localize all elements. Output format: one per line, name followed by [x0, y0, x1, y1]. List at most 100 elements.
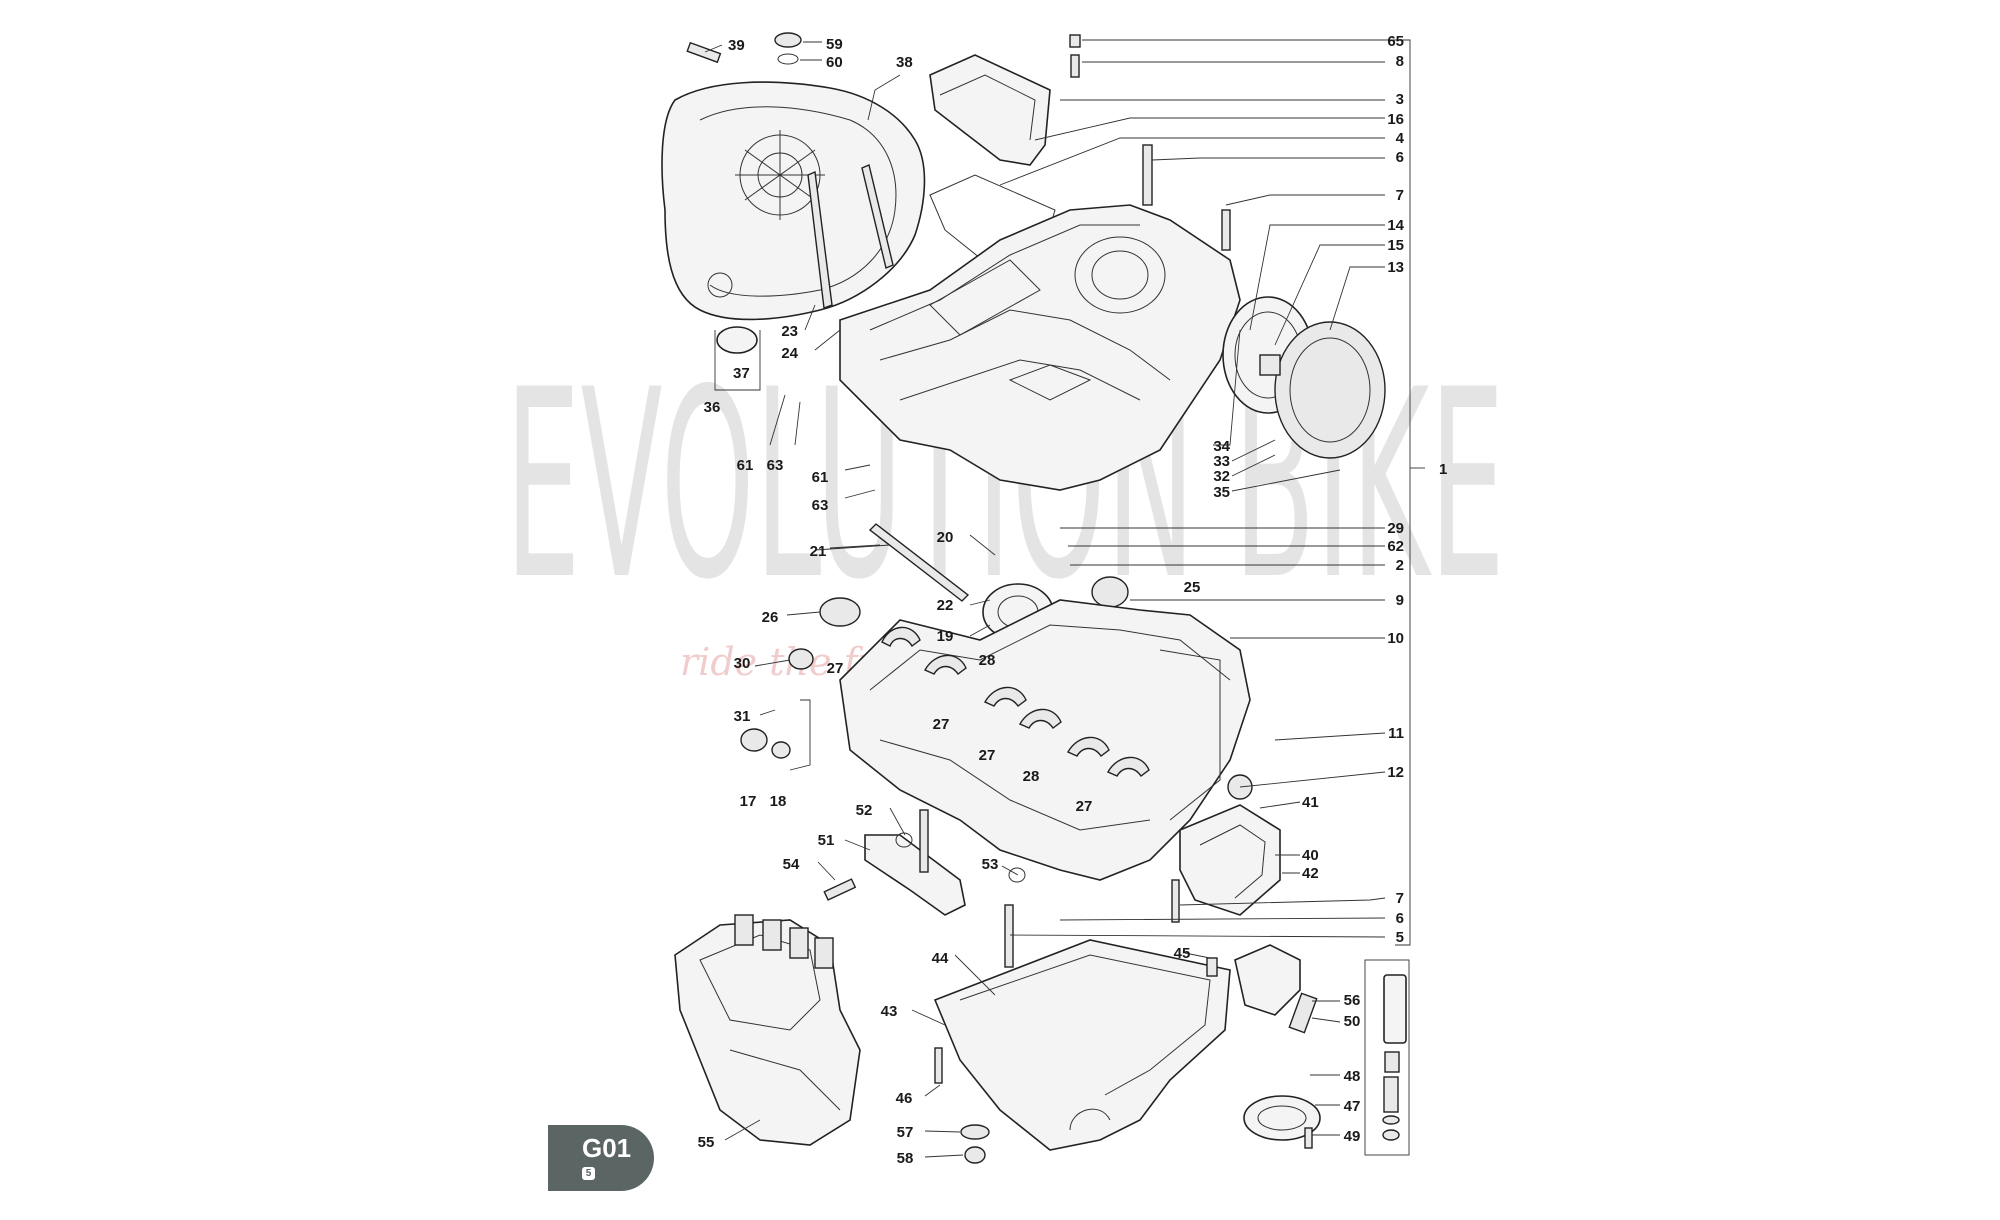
- callout-65: 65: [1387, 33, 1404, 50]
- callout-6-bottom: 6: [1396, 910, 1404, 927]
- callout-7-top: 7: [1396, 187, 1404, 204]
- callout-38: 38: [896, 54, 913, 71]
- callout-48: 48: [1344, 1068, 1361, 1085]
- kit-parts: [1382, 974, 1407, 1141]
- callout-27-d: 27: [1076, 798, 1093, 815]
- callout-55: 55: [698, 1134, 715, 1151]
- callout-23: 23: [781, 323, 798, 340]
- callout-6-top: 6: [1396, 149, 1404, 166]
- oil-pan-part: [933, 939, 1231, 1151]
- plug-part: [716, 326, 758, 354]
- callout-20: 20: [937, 529, 954, 546]
- callout-7-bottom: 7: [1396, 890, 1404, 907]
- callout-labels: 65 8 3 16 4 6 7 14 15 13 1 34 33 32 35 2…: [698, 33, 1448, 1167]
- callout-34: 34: [1213, 438, 1230, 455]
- callout-4: 4: [1396, 130, 1405, 147]
- page-code: G01: [582, 1133, 632, 1163]
- callout-39: 39: [728, 37, 745, 54]
- callout-54: 54: [783, 856, 800, 873]
- callout-27-b: 27: [933, 716, 950, 733]
- callout-63-left: 63: [767, 457, 784, 474]
- callout-10: 10: [1387, 630, 1404, 647]
- callout-26: 26: [762, 609, 779, 626]
- oil-strainer-part: [1243, 1095, 1321, 1141]
- callout-15: 15: [1387, 237, 1404, 254]
- callout-32: 32: [1213, 468, 1230, 485]
- plug-17-part: [740, 728, 768, 752]
- lower-crankcase-part: [839, 599, 1251, 881]
- callout-50: 50: [1344, 1013, 1361, 1030]
- callout-43: 43: [881, 1003, 898, 1020]
- callout-33: 33: [1213, 453, 1230, 470]
- callout-51: 51: [818, 832, 835, 849]
- callout-31: 31: [734, 708, 751, 725]
- bolts-part: [686, 32, 1313, 1164]
- callout-12: 12: [1387, 764, 1404, 781]
- callout-9: 9: [1396, 592, 1404, 609]
- callout-25: 25: [1184, 579, 1201, 596]
- callout-22: 22: [937, 597, 954, 614]
- callout-49: 49: [1344, 1128, 1361, 1145]
- bracket-51-part: [864, 834, 966, 916]
- page-code-badge: G01 5: [548, 1125, 654, 1191]
- oil-pipe-part: [868, 523, 970, 602]
- callout-27-a: 27: [827, 660, 844, 677]
- callout-62-left: 61: [737, 457, 754, 474]
- callout-17: 17: [740, 793, 757, 810]
- callout-24: 24: [781, 345, 798, 362]
- callout-36: 36: [704, 399, 721, 416]
- callout-30: 30: [734, 655, 751, 672]
- callout-28-bottom: 28: [1023, 768, 1040, 785]
- callout-42: 42: [1302, 865, 1319, 882]
- callout-56: 56: [1344, 992, 1361, 1009]
- callout-52: 52: [856, 802, 873, 819]
- clutch-cover-part: [661, 81, 926, 321]
- callout-8: 8: [1396, 53, 1404, 70]
- callout-28-top: 28: [979, 652, 996, 669]
- callout-35: 35: [1213, 484, 1230, 501]
- callout-53: 53: [982, 856, 999, 873]
- callout-46: 46: [896, 1090, 913, 1107]
- callout-2: 2: [1396, 557, 1404, 574]
- callout-14: 14: [1387, 217, 1404, 234]
- callout-57: 57: [897, 1124, 914, 1141]
- callout-40: 40: [1302, 847, 1319, 864]
- callout-61: 62: [1387, 538, 1404, 555]
- oil-filter-housing-part: [1234, 944, 1318, 1034]
- callout-5: 5: [1396, 929, 1404, 946]
- top-cover-part: [929, 54, 1056, 271]
- callout-63: 63: [812, 497, 829, 514]
- page-sub-number: 5: [582, 1167, 595, 1180]
- callout-47: 47: [1344, 1098, 1361, 1115]
- callout-60: 60: [826, 54, 843, 71]
- dowel-rods-part: [807, 164, 894, 309]
- callout-41: 41: [1302, 794, 1319, 811]
- callout-13: 13: [1387, 259, 1404, 276]
- bearing-25-part: [1091, 576, 1129, 608]
- oring-30-part: [788, 648, 814, 670]
- callout-11: 11: [1388, 725, 1404, 742]
- callout-21: 21: [810, 543, 827, 560]
- callout-29: 29: [1387, 520, 1404, 537]
- callout-16: 16: [1387, 111, 1404, 128]
- callout-59: 59: [826, 36, 843, 53]
- callout-18: 18: [770, 793, 787, 810]
- upper-crankcase-part: [839, 204, 1241, 491]
- engine-assembly-part: [674, 914, 861, 1146]
- seal-26-part: [819, 597, 861, 627]
- leader-lines: [704, 39, 1425, 1158]
- callout-62: 61: [812, 469, 829, 486]
- callout-58: 58: [897, 1150, 914, 1167]
- callout-45: 45: [1174, 945, 1191, 962]
- callout-3: 3: [1396, 91, 1404, 108]
- washer-18-part: [771, 741, 791, 759]
- bearing-shells-part: [881, 626, 1150, 777]
- parts: [661, 32, 1407, 1164]
- callout-44: 44: [932, 950, 949, 967]
- generator-cover-part: [1222, 296, 1386, 459]
- callout-1: 1: [1439, 461, 1447, 478]
- callout-37: 37: [733, 365, 750, 382]
- callout-19: 19: [937, 628, 954, 645]
- callout-27-c: 27: [979, 747, 996, 764]
